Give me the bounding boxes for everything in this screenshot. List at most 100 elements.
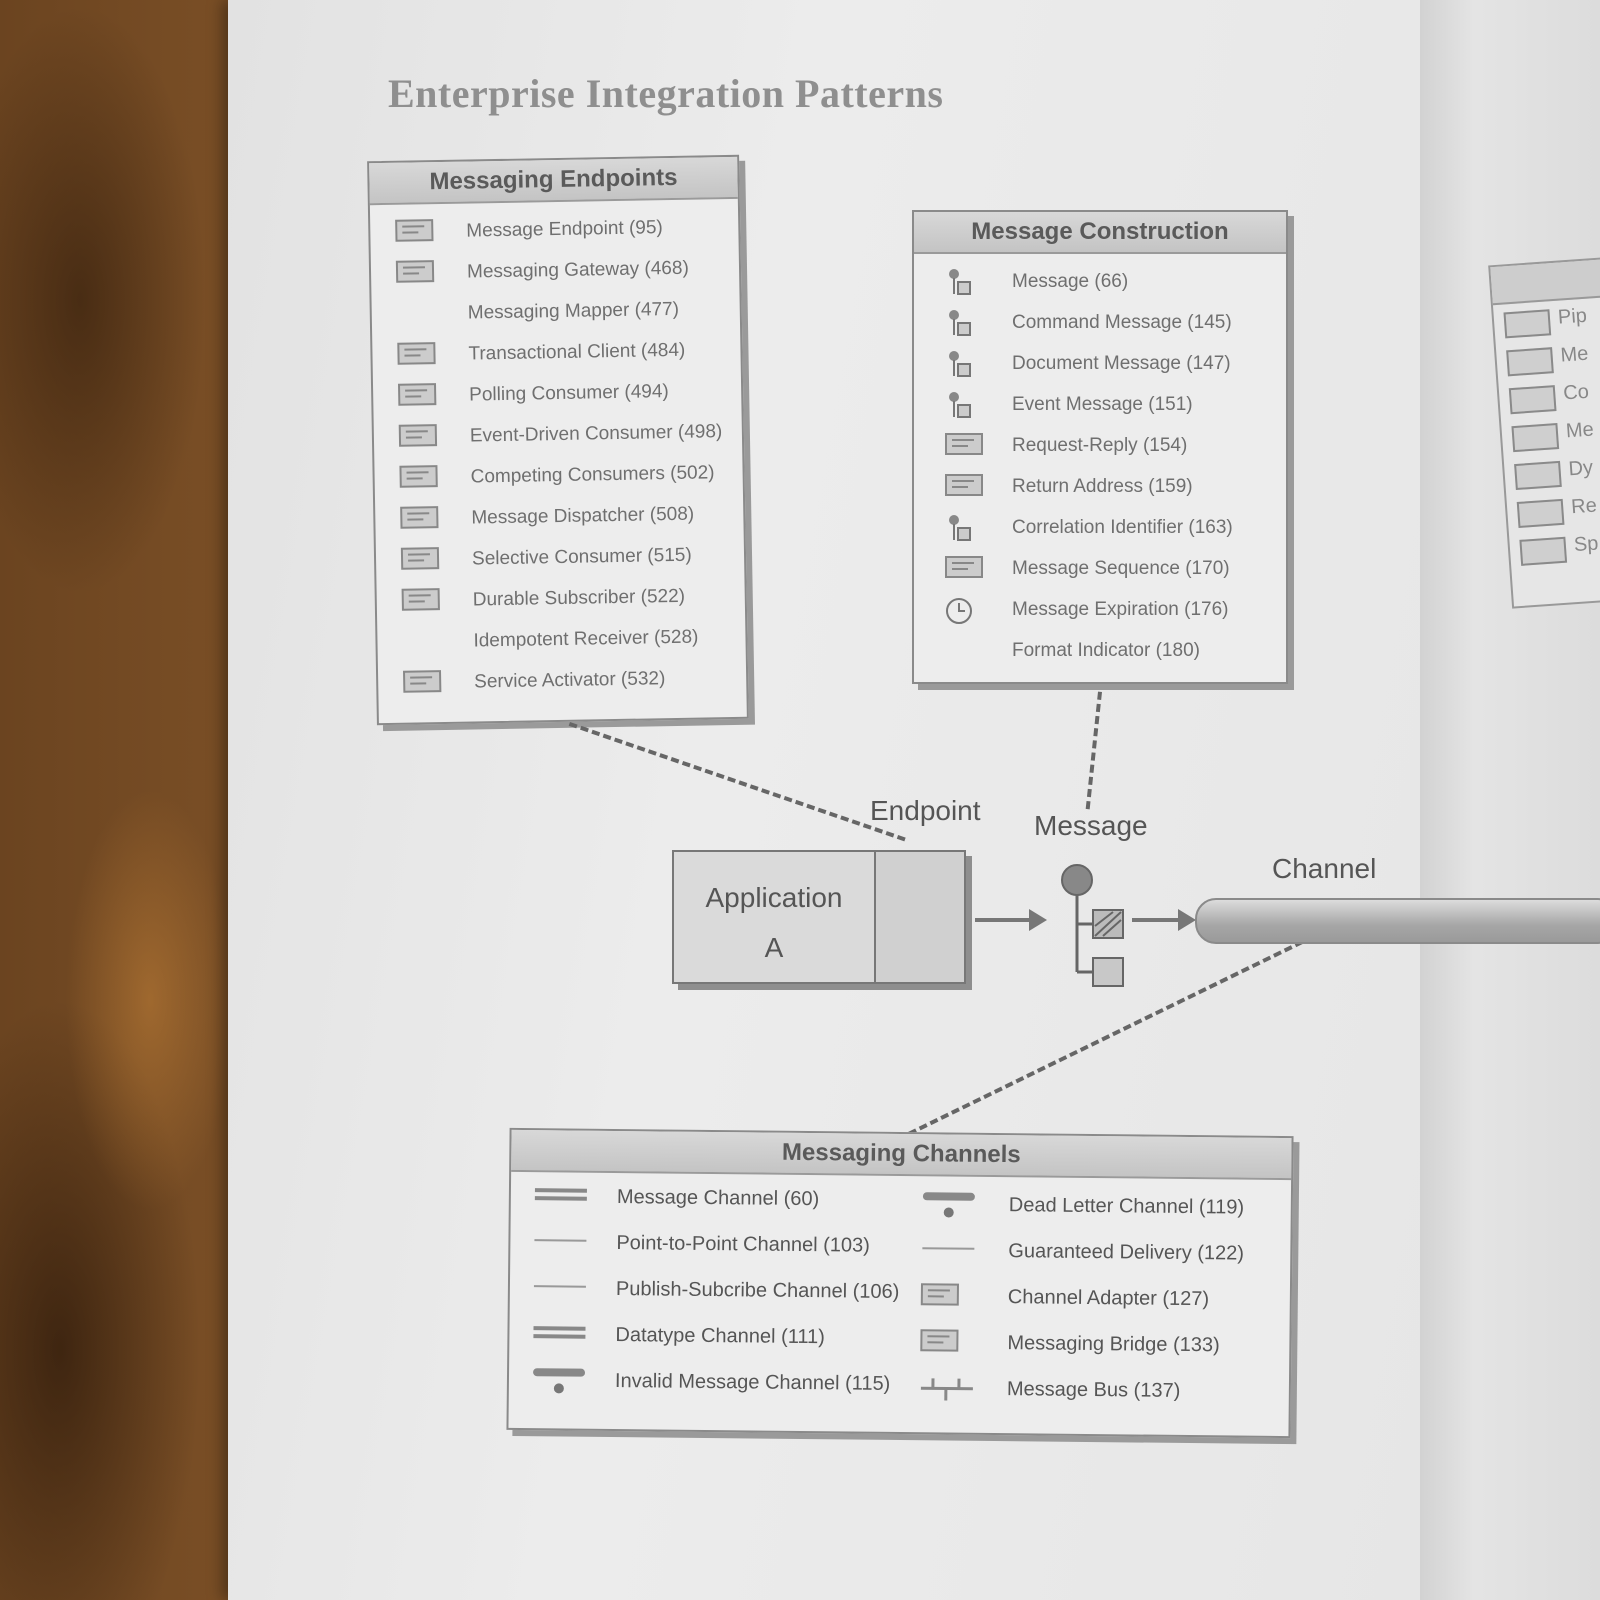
list-item: Sp (1573, 532, 1600, 557)
list-item: Transactional Client (484) (386, 338, 685, 374)
pattern-label: Message Channel (60) (616, 1186, 820, 1211)
pattern-label: Publish-Subcribe Channel (106) (615, 1278, 900, 1303)
message-label: Message (1034, 810, 1148, 841)
message-construction-panel: Message Construction Message (66)Command… (912, 210, 1288, 684)
pattern-icon (920, 1236, 976, 1259)
pattern-label: Correlation Identifier (163) (1012, 517, 1233, 538)
pattern-label: Guaranteed Delivery (122) (1008, 1240, 1245, 1265)
pattern-icon (944, 309, 974, 336)
messaging-endpoints-panel: Messaging Endpoints Message Endpoint (95… (367, 154, 749, 726)
pattern-icon (531, 1320, 587, 1343)
list-item: Me (1559, 342, 1590, 367)
pattern-icon (533, 1182, 589, 1205)
pattern-icon (944, 350, 974, 377)
pattern-label: Messaging Bridge (133) (1007, 1332, 1220, 1357)
pattern-icon (944, 391, 974, 418)
pattern-icon (532, 1228, 588, 1251)
pattern-label: Datatype Channel (111) (615, 1324, 825, 1349)
list-item: Messaging Gateway (468) (385, 256, 689, 292)
pattern-icon (1514, 460, 1562, 491)
deliver-arrow (1132, 909, 1196, 931)
panel-title: Messaging Channels (511, 1129, 1292, 1181)
application-box: Application A (672, 850, 966, 984)
list-item: Me (1565, 418, 1595, 443)
pattern-label: Polling Consumer (494) (469, 381, 669, 406)
message-icon (1061, 864, 1124, 987)
pattern-icon (944, 514, 974, 541)
list-item: Message Endpoint (95) (384, 215, 663, 251)
pattern-icon (1519, 536, 1568, 566)
pattern-icon (398, 464, 438, 488)
pattern-label: Message Endpoint (95) (466, 217, 663, 242)
endpoint-label: Endpoint (870, 795, 981, 826)
pattern-label: Message Sequence (170) (1012, 558, 1230, 579)
list-item: Message Dispatcher (508) (389, 502, 694, 538)
pattern-label: Message Dispatcher (508) (471, 503, 695, 529)
pattern-label: Document Message (147) (1012, 353, 1231, 374)
panel-title: Message Construction (914, 212, 1286, 254)
facing-page (1420, 0, 1600, 1600)
send-arrow (975, 909, 1047, 931)
pattern-label: Messaging Mapper (477) (467, 298, 680, 324)
pattern-label: Invalid Message Channel (115) (614, 1370, 891, 1395)
pattern-label: Competing Consumers (502) (470, 462, 715, 488)
pattern-label: Channel Adapter (127) (1007, 1286, 1210, 1311)
pattern-icon (919, 1328, 959, 1352)
pattern-label: Event Message (151) (1012, 394, 1193, 415)
pattern-icon (396, 341, 436, 365)
messaging-channels-panel: Messaging Channels Message Channel (60) P… (506, 1127, 1294, 1439)
list-item: Messaging Mapper (477) (385, 297, 680, 333)
pattern-label: Message (66) (1012, 271, 1129, 292)
pattern-icon (1506, 347, 1554, 377)
pattern-icon (531, 1366, 587, 1394)
list-item: Event-Driven Consumer (498) (388, 420, 722, 456)
pattern-icon (1516, 498, 1565, 528)
list-item: Polling Consumer (494) (387, 379, 669, 415)
pattern-label: Point-to-Point Channel (103) (616, 1232, 870, 1257)
list-item: Dy (1567, 456, 1594, 481)
list-item: Idempotent Receiver (528) (391, 625, 698, 661)
pattern-icon (920, 1282, 960, 1306)
list-item: Selective Consumer (515) (390, 543, 692, 579)
pattern-label: Selective Consumer (515) (471, 544, 692, 570)
list-item: Co (1562, 380, 1590, 405)
pattern-icon (532, 1274, 588, 1297)
pattern-label: Return Address (159) (1012, 476, 1193, 497)
list-item: Competing Consumers (502) (388, 461, 715, 497)
pattern-label: Transactional Client (484) (468, 339, 686, 365)
pattern-label: Event-Driven Consumer (498) (469, 421, 723, 447)
pattern-icon (402, 669, 442, 693)
pattern-icon (1508, 385, 1557, 415)
pattern-icon (394, 218, 434, 242)
pattern-label: Durable Subscriber (522) (472, 585, 686, 611)
panel-header (1490, 257, 1600, 306)
pattern-label: Service Activator (532) (474, 668, 666, 693)
pattern-icon (395, 259, 435, 283)
channel-label: Channel (1272, 853, 1377, 884)
panel-title: Messaging Endpoints (369, 156, 738, 206)
pattern-label: Format Indicator (180) (1012, 640, 1200, 661)
pattern-icon (400, 546, 440, 570)
pattern-icon (944, 432, 984, 455)
application-body: Application A (674, 852, 876, 982)
pattern-label: Messaging Gateway (468) (466, 257, 689, 283)
pattern-icon (944, 555, 984, 578)
list-item: Pip (1557, 304, 1588, 329)
pattern-icon (1503, 309, 1552, 339)
pattern-icon (397, 382, 437, 406)
book-title: Enterprise Integration Patterns (388, 71, 944, 116)
channel-pipe-icon (1195, 898, 1600, 944)
list-item: Re (1570, 494, 1598, 519)
list-item: Service Activator (532) (392, 666, 666, 702)
pattern-icon (919, 1374, 975, 1401)
pattern-label: Dead Letter Channel (119) (1008, 1194, 1245, 1219)
pattern-label: Message Bus (137) (1006, 1378, 1181, 1402)
pattern-label: Idempotent Receiver (528) (473, 626, 699, 652)
pattern-label: Request-Reply (154) (1012, 435, 1188, 456)
application-name: Application (705, 882, 843, 913)
pattern-icon (1511, 423, 1560, 453)
pattern-icon (401, 587, 441, 611)
pattern-icon (944, 596, 974, 624)
application-id: A (764, 932, 784, 963)
pattern-icon (398, 423, 438, 447)
